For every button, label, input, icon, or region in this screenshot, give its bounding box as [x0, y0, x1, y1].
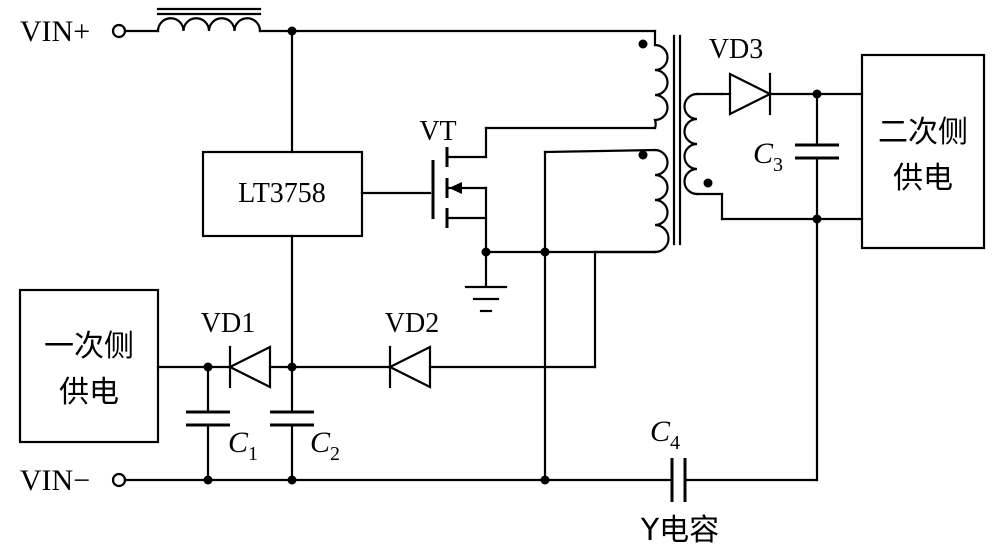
mosfet-vt: VT [419, 116, 657, 287]
junction-dot [203, 475, 213, 485]
vin-neg-label: VIN− [20, 464, 90, 497]
primary-winding [653, 43, 669, 130]
input-inductor [156, 7, 262, 33]
vd2-label: VD2 [385, 308, 439, 339]
vin-neg-rail [111, 472, 674, 488]
flyback-transformer [638, 34, 864, 254]
vin-pos-terminal [111, 23, 127, 39]
dot-marker [638, 150, 648, 160]
vt-label: VT [419, 116, 456, 147]
secondary-winding [683, 92, 699, 196]
vin-pos-label: VIN+ [20, 15, 90, 48]
secondary-supply-box: 二次侧 供电 [860, 53, 986, 250]
capacitor-c4: C4 Y电容 [640, 415, 819, 548]
ground-icon [464, 285, 508, 313]
junction-dot [540, 247, 550, 257]
capacitor-c3: C3 [753, 89, 839, 224]
capacitor-c2: C2 [270, 365, 340, 482]
vin-neg-terminal [111, 472, 127, 488]
primary-supply-line1: 一次侧 [44, 329, 134, 364]
c2-label: C2 [310, 426, 340, 465]
diode-vd1: VD1 [201, 308, 392, 389]
dot-marker [638, 39, 648, 49]
controller-label: LT3758 [238, 178, 326, 209]
secondary-supply-line1: 二次侧 [878, 115, 968, 150]
junction-dot [540, 475, 550, 485]
vd1-label: VD1 [201, 308, 255, 339]
diode-vd3: VD3 [709, 34, 864, 116]
c3-label: C3 [753, 137, 783, 176]
primary-supply-line2: 供电 [59, 375, 119, 410]
vin-pos-rail [111, 23, 657, 47]
primary-supply-box: 一次侧 供电 [18, 288, 160, 444]
vd3-label: VD3 [709, 34, 763, 65]
lt3758-controller: LT3758 [201, 29, 432, 369]
capacitor-c1: C1 [186, 365, 258, 482]
auxiliary-winding [653, 148, 670, 254]
secondary-supply-line2: 供电 [893, 161, 953, 196]
y-cap-label: Y电容 [640, 513, 719, 548]
junction-dot [287, 475, 297, 485]
dot-marker [703, 178, 713, 188]
junction-dot [481, 247, 491, 257]
c4-label: C4 [650, 415, 680, 454]
diode-vd2: VD2 [385, 308, 597, 389]
c1-label: C1 [228, 426, 258, 465]
